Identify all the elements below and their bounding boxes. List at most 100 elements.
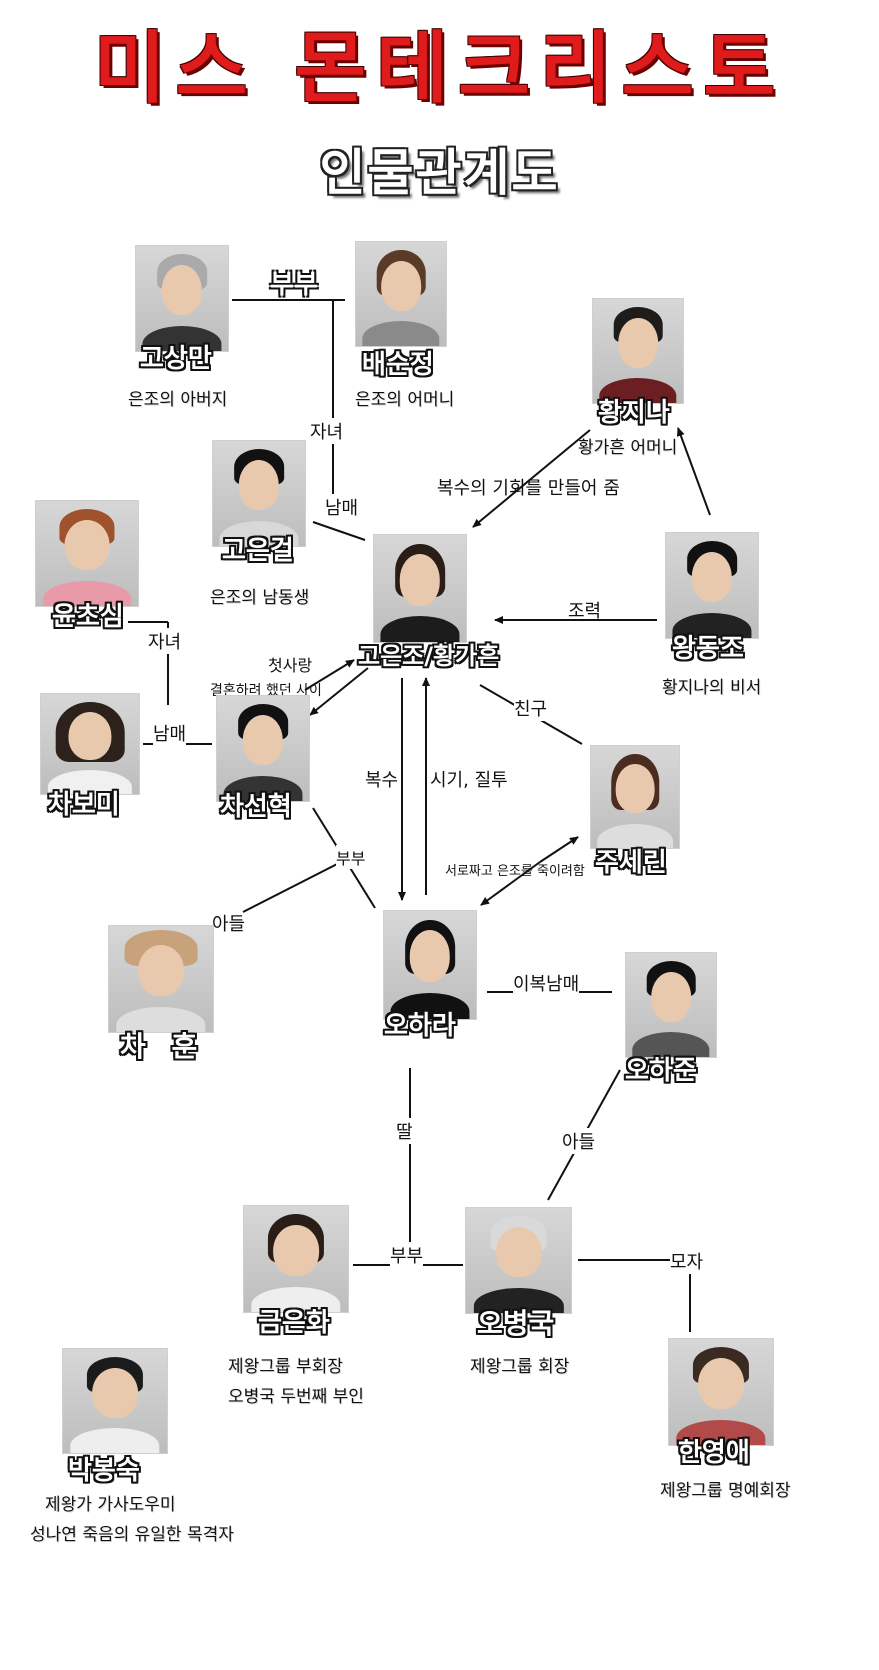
rel-couple-cha: 부부 (336, 845, 366, 869)
desc-bae-sunjeong: 은조의 어머니 (355, 390, 455, 410)
name-bae-sunjeong: 배순정 (362, 350, 434, 380)
desc2-park-bongsuk: 성나연 죽음의 유일한 목격자 (30, 1525, 234, 1545)
rel-siblings-left: 남매 (153, 720, 187, 746)
name-cha-bomi: 차보미 (48, 790, 120, 820)
body-shape (223, 775, 303, 801)
body-shape (597, 823, 673, 848)
body-shape (362, 321, 440, 346)
name-hwang-jina: 황지나 (598, 398, 670, 428)
face-shape (691, 551, 733, 603)
face-shape (273, 1225, 319, 1276)
face-shape (138, 945, 184, 996)
rel-jealousy: 시기, 질투 (430, 770, 508, 791)
rel-couple-top: 부부 (270, 270, 318, 300)
rel-friend: 친구 (514, 695, 548, 721)
body-shape (70, 1428, 160, 1453)
name-geum-eunhwa: 금은화 (258, 1308, 330, 1338)
photo-go-eunjo (373, 534, 467, 643)
name-cha-seonhyeok: 차선혁 (220, 792, 292, 822)
name-ju-serin: 주세린 (595, 848, 667, 878)
photo-yun-chosim (35, 500, 139, 607)
name-go-eunjo: 고은조/황가흔 (358, 642, 500, 670)
photo-ju-serin (590, 745, 680, 849)
face-shape (495, 1226, 542, 1278)
body-shape (47, 770, 133, 794)
body-shape (390, 993, 470, 1019)
name-oh-byeongguk: 오병국 (477, 1307, 555, 1340)
rel-couple-oh: 부부 (390, 1242, 424, 1268)
face-shape (238, 459, 280, 511)
name-yun-chosim: 윤초심 (52, 602, 124, 632)
desc-go-sangman: 은조의 아버지 (128, 390, 228, 410)
photo-go-sangman (135, 245, 229, 352)
desc1-geum-eunhwa: 제왕그룹 부회장 (228, 1357, 343, 1377)
face-shape (651, 971, 691, 1022)
photo-park-bongsuk (62, 1348, 168, 1454)
face-shape (381, 260, 421, 311)
line-first-love-b (309, 667, 369, 716)
name-park-bongsuk: 박봉숙 (68, 1456, 140, 1486)
name-oh-hajun: 오하준 (625, 1056, 697, 1086)
photo-oh-byeongguk (465, 1207, 572, 1314)
rel-children-left: 자녀 (148, 628, 182, 654)
photo-cha-seonhyeok (216, 695, 310, 802)
desc1-park-bongsuk: 제왕가 가사도우미 (45, 1495, 176, 1515)
rel-first-love: 첫사랑 (268, 656, 313, 675)
chart-subtitle: 인물관계도 (319, 144, 560, 202)
rel-mother-son: 모자 (670, 1248, 704, 1274)
photo-han-yeongae (668, 1338, 774, 1446)
name-cha-hun: 차 훈 (120, 1030, 206, 1063)
photo-cha-hun (108, 925, 214, 1033)
desc2-geum-eunhwa: 오병국 두번째 부인 (228, 1387, 364, 1407)
body-shape (142, 325, 222, 351)
desc-hwang-jina: 황가흔 어머니 (578, 438, 678, 458)
line-revenge-chance (472, 429, 591, 528)
line-serin-hara-b (480, 861, 541, 906)
face-shape (68, 712, 112, 760)
rel-son-oh: 아들 (562, 1128, 596, 1154)
rel-daughter: 딸 (396, 1118, 413, 1144)
photo-oh-hara (383, 910, 477, 1020)
rel-serin-hara: 서로짜고 은조를 죽이려함 (445, 864, 585, 879)
body-shape (676, 1419, 766, 1445)
name-go-sangman: 고상만 (140, 344, 212, 374)
body-shape (43, 580, 131, 606)
body-shape (473, 1287, 564, 1313)
body-shape (380, 616, 460, 642)
desc-wang-dongjo: 황지나의 비서 (662, 678, 762, 698)
line-son-cha (242, 859, 346, 913)
name-oh-hara: 오하라 (384, 1011, 456, 1041)
body-shape (632, 1032, 710, 1057)
line-serin-hara-a (539, 836, 579, 863)
chart-title: 미스 몬테크리스토 (93, 24, 786, 114)
name-go-eungeol: 고은걸 (222, 536, 294, 566)
body-shape (116, 1006, 206, 1032)
rel-children-top: 자녀 (310, 418, 344, 444)
photo-go-eungeol (212, 440, 306, 547)
name-wang-dongjo: 왕동조 (672, 634, 744, 664)
face-shape (618, 317, 658, 368)
rel-revenge-chance: 복수의 기회를 만들어 줌 (437, 478, 620, 499)
face-shape (698, 1358, 744, 1409)
line-siblings-top (312, 521, 366, 541)
body-shape (251, 1286, 341, 1312)
photo-hwang-jina (592, 298, 684, 404)
desc-oh-byeongguk: 제왕그룹 회장 (470, 1357, 570, 1377)
face-shape (161, 264, 203, 316)
face-shape (409, 930, 451, 983)
photo-oh-hajun (625, 952, 717, 1058)
rel-son-cha: 아들 (212, 914, 246, 935)
photo-wang-dongjo (665, 532, 759, 639)
photo-geum-eunhwa (243, 1205, 349, 1313)
face-shape (92, 1367, 138, 1418)
name-han-yeongae: 한영애 (678, 1438, 750, 1468)
line-first-love-a (304, 659, 355, 691)
line-wang-to-hwang (677, 427, 711, 516)
photo-cha-bomi (40, 693, 140, 795)
desc-han-yeongae: 제왕그룹 명예회장 (660, 1481, 791, 1501)
body-shape (599, 378, 677, 403)
face-shape (242, 714, 284, 766)
photo-bae-sunjeong (355, 241, 447, 347)
rel-half-siblings: 이복남매 (513, 970, 580, 996)
